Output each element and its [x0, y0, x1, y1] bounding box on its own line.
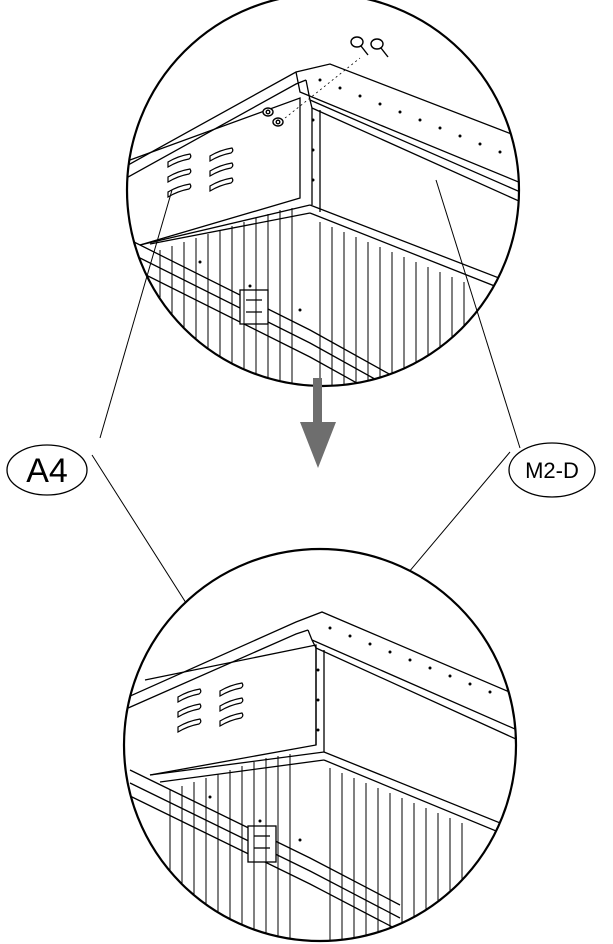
- bolt-and-nut-icon: [262, 36, 389, 127]
- detail-view-after: [122, 547, 518, 943]
- down-arrow-icon: [300, 378, 336, 468]
- callout-m2-d-label: M2-D: [525, 458, 579, 483]
- a4-vents-installed: [177, 682, 244, 734]
- a4-vents: [167, 147, 234, 199]
- callout-a4-label: A4: [26, 452, 68, 490]
- callout-m2-d: M2-D: [354, 179, 596, 637]
- callout-a4: A4: [6, 189, 236, 681]
- detail-view-before: [125, 0, 521, 388]
- m2-d-rail: [295, 71, 519, 216]
